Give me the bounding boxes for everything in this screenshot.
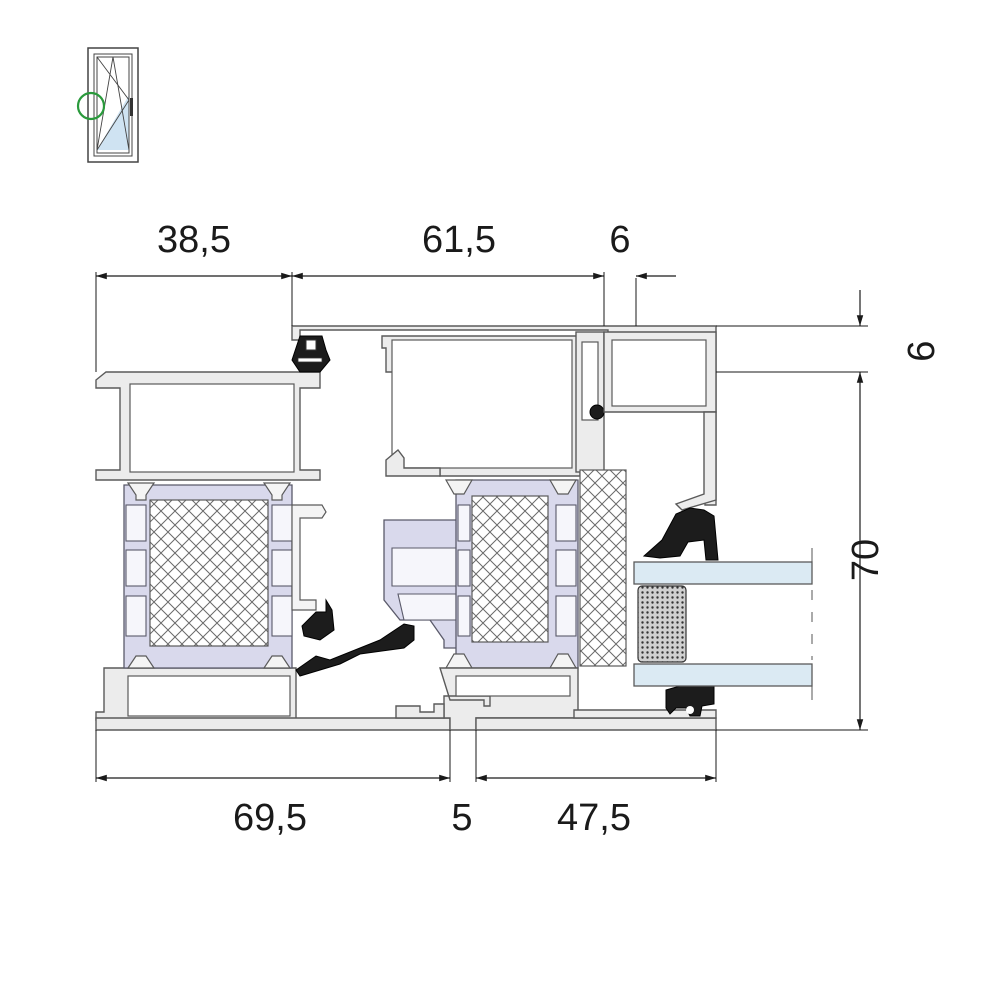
dim-right-upper: 9 [899,340,941,361]
sash-thermal-break [383,469,627,669]
sash-bottom-profile [395,667,717,731]
insulation-foam-right [579,469,627,667]
dimension-labels: 38,5 61,5 6 9 70 69,5 5 47,5 [157,219,941,839]
insulation-foam-left [149,499,269,647]
dim-top-mid: 61,5 [422,219,496,261]
extension-lines [95,272,868,782]
dim-top-left: 38,5 [157,219,231,261]
dim-bottom-right: 47,5 [557,797,631,839]
insulation-foam-mid [471,495,549,643]
dim-bottom-left: 69,5 [233,797,307,839]
frame-thermal-break [123,482,327,669]
frame-profile [95,371,451,731]
dim-bottom-mid: 5 [451,797,472,839]
glass-spacer [637,585,687,663]
dimension-lines [96,272,864,782]
hinge-marker-icon [76,91,106,121]
dim-right-lower: 70 [845,539,887,581]
sealing-gaskets [295,507,719,717]
glazing-unit [633,548,813,700]
tilt-turn-window-icon [76,47,139,163]
dim-top-right: 6 [609,219,630,261]
sash-profile [291,325,717,511]
